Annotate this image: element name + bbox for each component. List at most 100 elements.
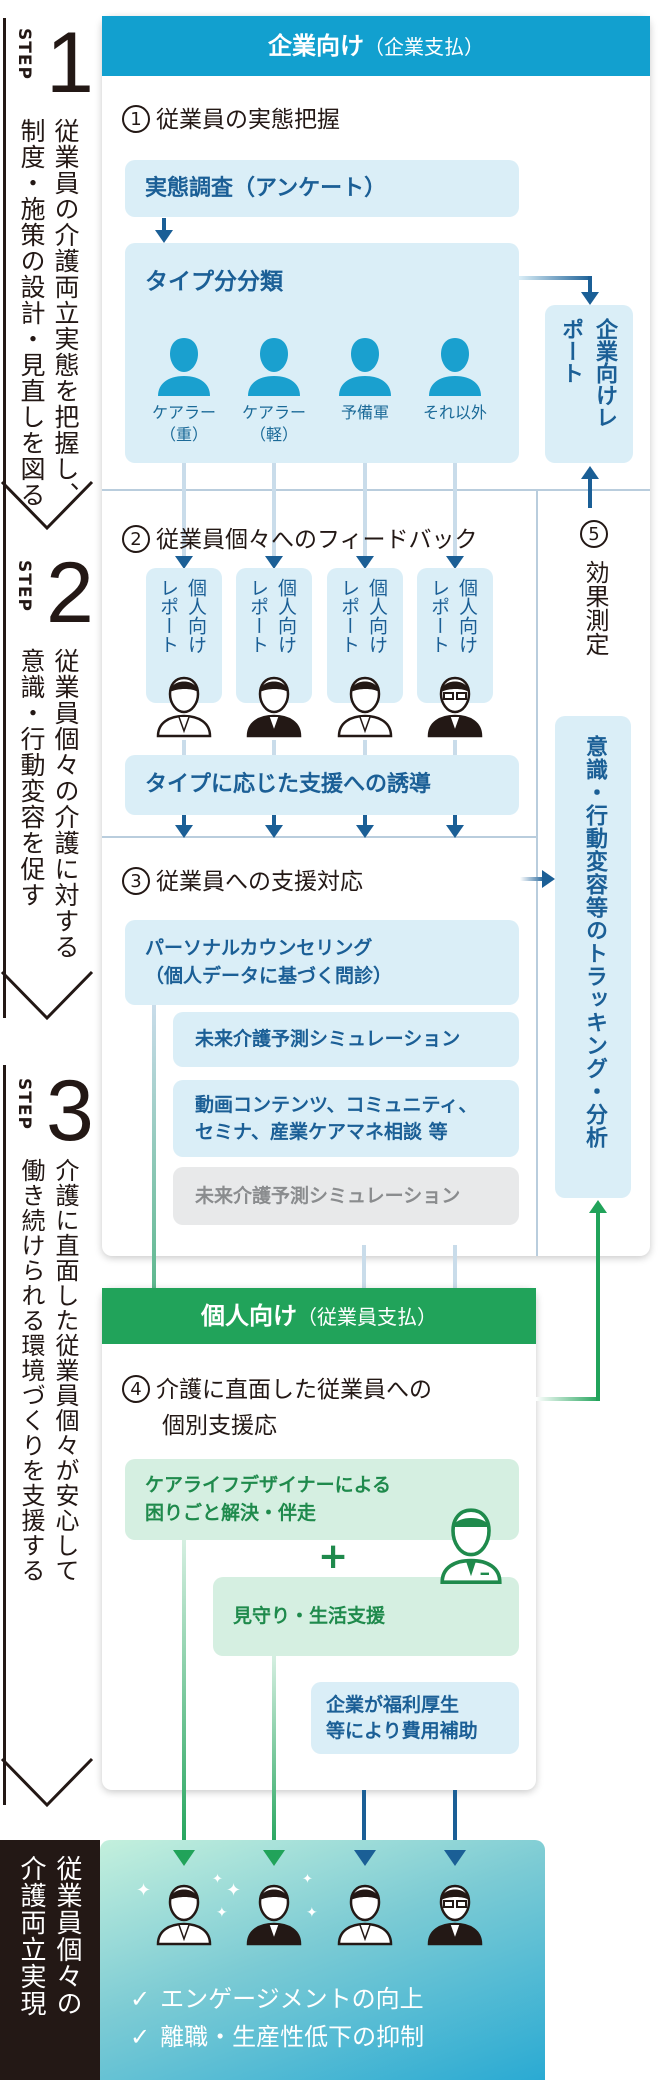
tracking-arrow — [520, 877, 545, 881]
report-2-connector — [363, 740, 367, 755]
individual-header-sub: （従業員支払） — [297, 1305, 437, 1329]
sparkle-icon: ✦ — [216, 1905, 228, 1921]
result-label-line2: 介護両立実現 — [16, 1855, 46, 2017]
corp-report-box — [545, 305, 633, 463]
corp-report-connector-down — [588, 276, 592, 294]
survey-box: 実態調査（アンケート） — [125, 160, 519, 217]
guidance-2-arrow-line — [363, 815, 367, 827]
outcome-item: ✓ 離職・生産性低下の抑制 — [130, 2018, 424, 2056]
type-3-line1: それ以外 — [422, 403, 487, 422]
contents-box: 動画コンテンツ、コミュニティ、セミナ、産業ケアマネ相談 等 — [173, 1080, 519, 1157]
sparkle-icon: ✦ — [212, 1872, 223, 1887]
outcome-text: 離職・生産性低下の抑制 — [160, 2023, 425, 2051]
result-label — [0, 1840, 100, 2080]
result-2-arrow-head — [354, 1850, 376, 1866]
report-3-arrow-head — [446, 556, 464, 569]
guidance-box: タイプに応じた支援への誘導 — [125, 755, 519, 815]
employee-1-icon — [246, 676, 302, 738]
survey-arrow-head — [155, 230, 173, 243]
guidance-0-arrow-head — [175, 825, 193, 838]
type-2-silhouette-icon — [339, 338, 391, 396]
sparkle-icon: ✦ — [306, 1905, 318, 1921]
type-1-caption: ケアラー（軽） — [229, 402, 319, 446]
blue-line-3 — [362, 1790, 366, 1852]
divider-2-3 — [102, 836, 536, 838]
step2-text-main: 従業員個々の介護に対する — [51, 648, 80, 960]
step1-rail — [3, 18, 6, 618]
report-1-connector — [272, 740, 276, 755]
step1-text-sub: 制度・施策の設計・見直しを図る — [17, 118, 46, 508]
result-box — [100, 1840, 545, 2080]
watch-box: 見守り・生活支援 — [213, 1577, 519, 1656]
type-3-connector — [453, 463, 457, 556]
simulation-gray-label: 未来介護予測シミュレーション — [195, 1185, 461, 1207]
divider-1-2 — [102, 489, 650, 491]
survey-arrow — [162, 218, 166, 232]
step2-number: 2 — [46, 545, 94, 641]
result-0-arrow-head — [173, 1850, 195, 1866]
type-2-connector — [363, 463, 367, 556]
step2-text-sub: 意識・行動変容を促す — [17, 648, 46, 908]
green-line-2 — [272, 1656, 276, 1852]
result-employee-2-icon — [337, 1884, 393, 1946]
step3-label: STEP — [14, 1078, 34, 1130]
report-0-connector — [182, 740, 186, 755]
personal-report-label: 個人向けレポート — [247, 578, 297, 654]
type-0-connector — [182, 463, 186, 556]
step2-chevron-icon — [0, 970, 94, 1021]
designer-line2: 困りごと解決・伴走 — [145, 1502, 317, 1524]
section-2-number: 2 — [122, 525, 150, 553]
blue-line-4 — [453, 1790, 457, 1852]
section-1-number: 1 — [122, 105, 150, 133]
guidance-1-arrow-line — [272, 815, 276, 827]
tracking-box — [555, 716, 631, 1198]
outcome-list: ✓ エンゲージメントの向上 ✓ 離職・生産性低下の抑制 — [130, 1980, 424, 2056]
subsidy-box: 企業が福利厚生等により費用補助 — [311, 1682, 519, 1754]
tracking-label: 意識・行動変容等のトラッキング・分析 — [582, 735, 607, 1149]
contents-line2: セミナ、産業ケアマネ相談 等 — [195, 1121, 448, 1143]
corp-report-label: 企業向けレポート — [558, 318, 617, 428]
report-1-arrow-head — [265, 556, 283, 569]
step1-number: 1 — [46, 15, 94, 111]
report-2-arrow-head — [356, 556, 374, 569]
section-3-number: 3 — [122, 867, 150, 895]
individual-header-title: 個人向け — [201, 1302, 297, 1330]
result-employee-0-icon — [156, 1884, 212, 1946]
section-5-number-wrap: 5 — [580, 520, 614, 548]
type-0-caption: ケアラー（重） — [139, 402, 229, 446]
simulation-box: 未来介護予測シミュレーション — [173, 1012, 519, 1067]
simulation-gray-box: 未来介護予測シミュレーション — [173, 1167, 519, 1225]
section-1-label: 従業員の実態把握 — [156, 107, 340, 133]
guidance-1-arrow-head — [265, 825, 283, 838]
green-line-tracking — [536, 1397, 600, 1401]
type-0-line2: （重） — [159, 425, 208, 444]
section-4-number: 4 — [122, 1375, 150, 1403]
corporate-header-title: 企業向け — [268, 32, 364, 60]
personal-report-label: 個人向けレポート — [428, 578, 478, 654]
result-label-line1: 従業員個々の — [52, 1855, 82, 2017]
section-4-line1: 介護に直面した従業員への — [156, 1377, 432, 1403]
blue-link-2 — [453, 1245, 457, 1290]
green-line-counseling — [152, 1005, 156, 1450]
step1-text-main: 従業員の介護両立実態を把握し、 — [51, 118, 80, 508]
type-1-connector — [272, 463, 276, 556]
contents-line1: 動画コンテンツ、コミュニティ、 — [195, 1094, 478, 1116]
step1-chevron-icon — [0, 480, 94, 531]
blue-link-1 — [362, 1245, 366, 1290]
guidance-2-arrow-head — [356, 825, 374, 838]
outcome-text: エンゲージメントの向上 — [160, 1985, 424, 2013]
survey-label: 実態調査（アンケート） — [145, 176, 387, 201]
employee-3-icon — [427, 676, 483, 738]
step3-number: 3 — [46, 1063, 94, 1159]
check-icon: ✓ — [130, 2023, 151, 2051]
guidance-3-arrow-head — [446, 825, 464, 838]
green-line-tracking-up — [596, 1210, 600, 1401]
counseling-line1: パーソナルカウンセリング — [145, 937, 373, 959]
result-employee-1-icon — [246, 1884, 302, 1946]
type-0-silhouette-icon — [158, 338, 210, 396]
section-5-title: 効果測定 — [581, 560, 609, 656]
step3-rail — [3, 1065, 6, 1805]
